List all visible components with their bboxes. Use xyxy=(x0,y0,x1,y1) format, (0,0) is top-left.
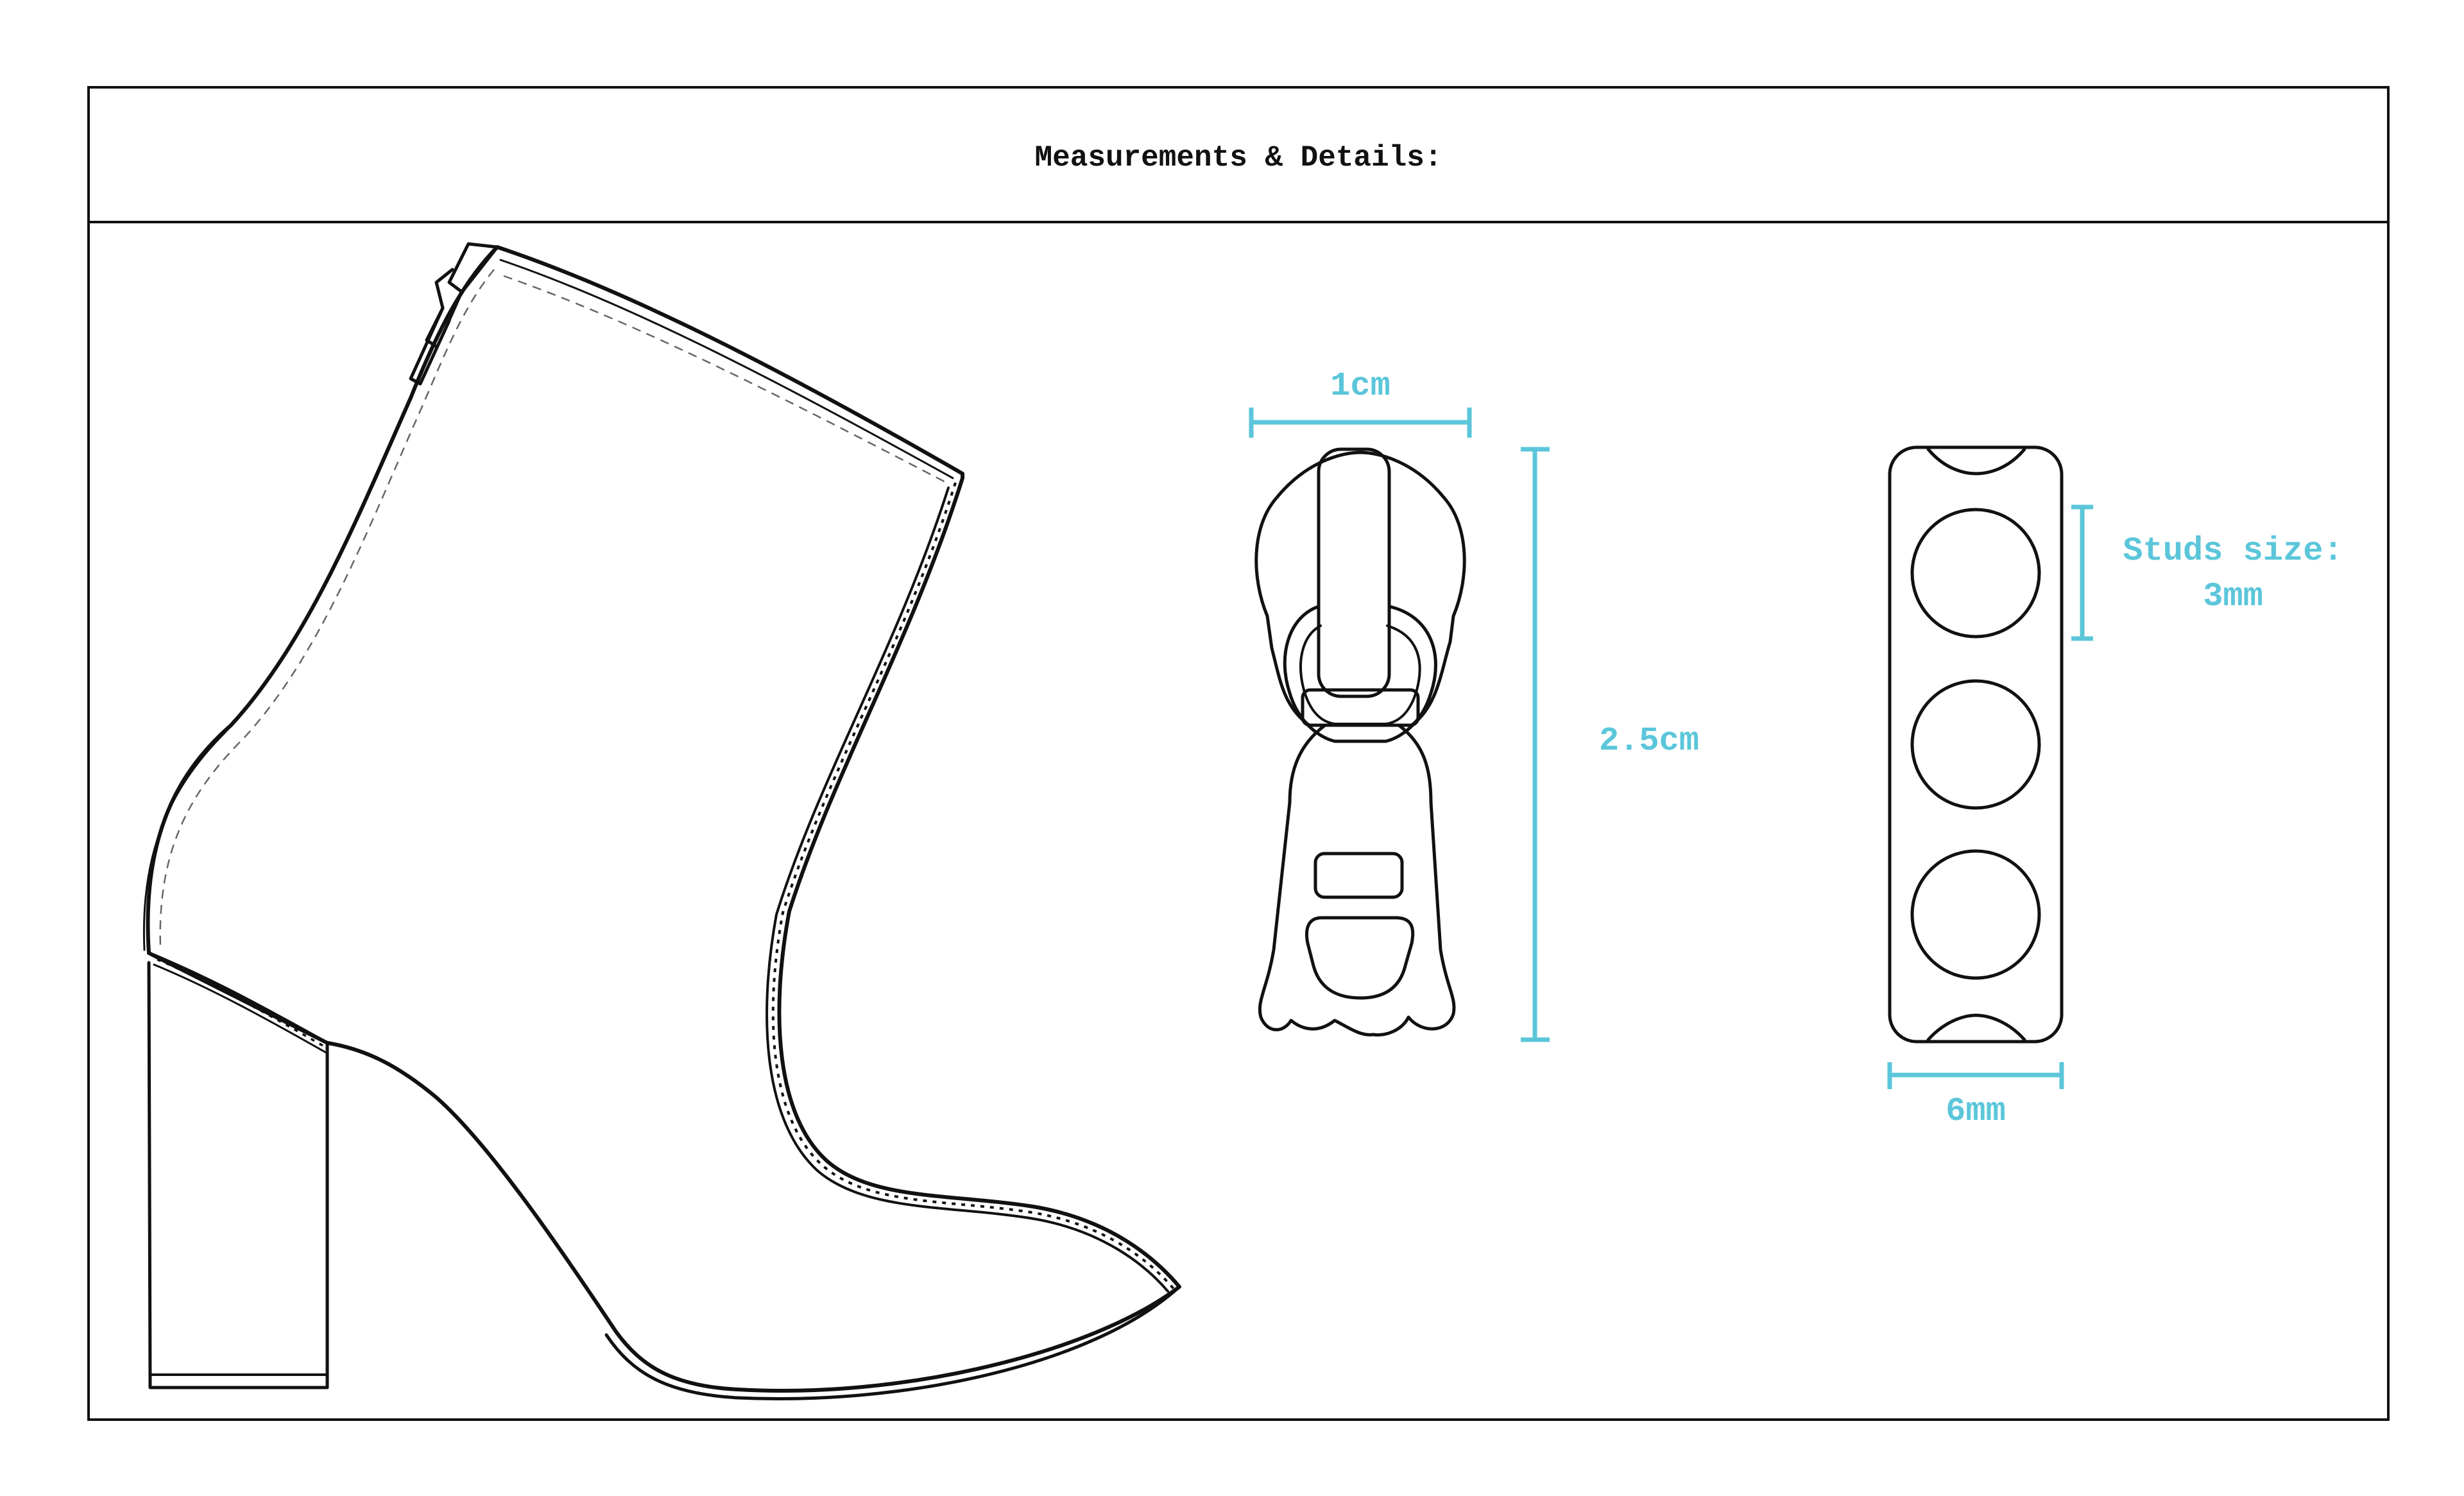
stud-half-top xyxy=(1926,447,2026,476)
zipper-slider-body xyxy=(1254,451,1466,727)
stud-2 xyxy=(1910,679,2041,810)
zipper-loop-ring xyxy=(1283,605,1437,743)
boot-sole-line xyxy=(604,1285,1181,1400)
boot-back-inner-line xyxy=(142,255,489,951)
boot-zipper-pull xyxy=(409,242,499,386)
stud-strip xyxy=(1888,445,2064,1044)
zipper-height-label: 2.5cm xyxy=(1599,722,1699,760)
stud-3 xyxy=(1910,849,2041,980)
sheet-frame xyxy=(87,86,2390,1421)
zipper-height-dimension: 2.5cm xyxy=(1521,447,1699,1042)
zipper-pull-slot xyxy=(1313,852,1404,899)
stud-strip-detail xyxy=(1888,445,2064,1044)
boot-heel-seam-stitching xyxy=(157,958,327,1049)
stud-1 xyxy=(1910,508,2041,639)
stud-size-label-line1: Studs size: xyxy=(2123,532,2343,570)
zipper-width-label: 1cm xyxy=(1330,367,1390,405)
stud-strip-width-label: 6mm xyxy=(1946,1092,2006,1130)
stud-size-label-line2: 3mm xyxy=(2203,578,2263,615)
boot-top-stitching xyxy=(503,275,947,484)
boot-heel-seam-inner xyxy=(153,963,327,1054)
boot-back-stitching xyxy=(159,269,495,947)
ankle-boot-drawing xyxy=(142,242,1181,1400)
stud-size-dimension: Studs size: 3mm xyxy=(2071,504,2343,641)
stud-strip-width-dimension: 6mm xyxy=(1887,1062,2064,1130)
zipper-pull-cutout xyxy=(1305,916,1415,1000)
boot-front-welt-outer xyxy=(777,476,1181,1289)
stud-half-bottom xyxy=(1926,1013,2026,1042)
zipper-width-dimension: 1cm xyxy=(1249,367,1472,438)
zipper-pull-detail xyxy=(1254,447,1466,1037)
boot-heel-seam xyxy=(147,951,329,1045)
zipper-pull-tab xyxy=(1258,723,1456,1037)
zipper-center-tab xyxy=(1317,447,1391,698)
page-title: Measurements & Details: xyxy=(1035,141,1442,175)
boot-upper-inner-line xyxy=(499,259,954,479)
boot-front-welt-inner xyxy=(766,486,1169,1293)
boot-heel-block xyxy=(147,961,329,1389)
